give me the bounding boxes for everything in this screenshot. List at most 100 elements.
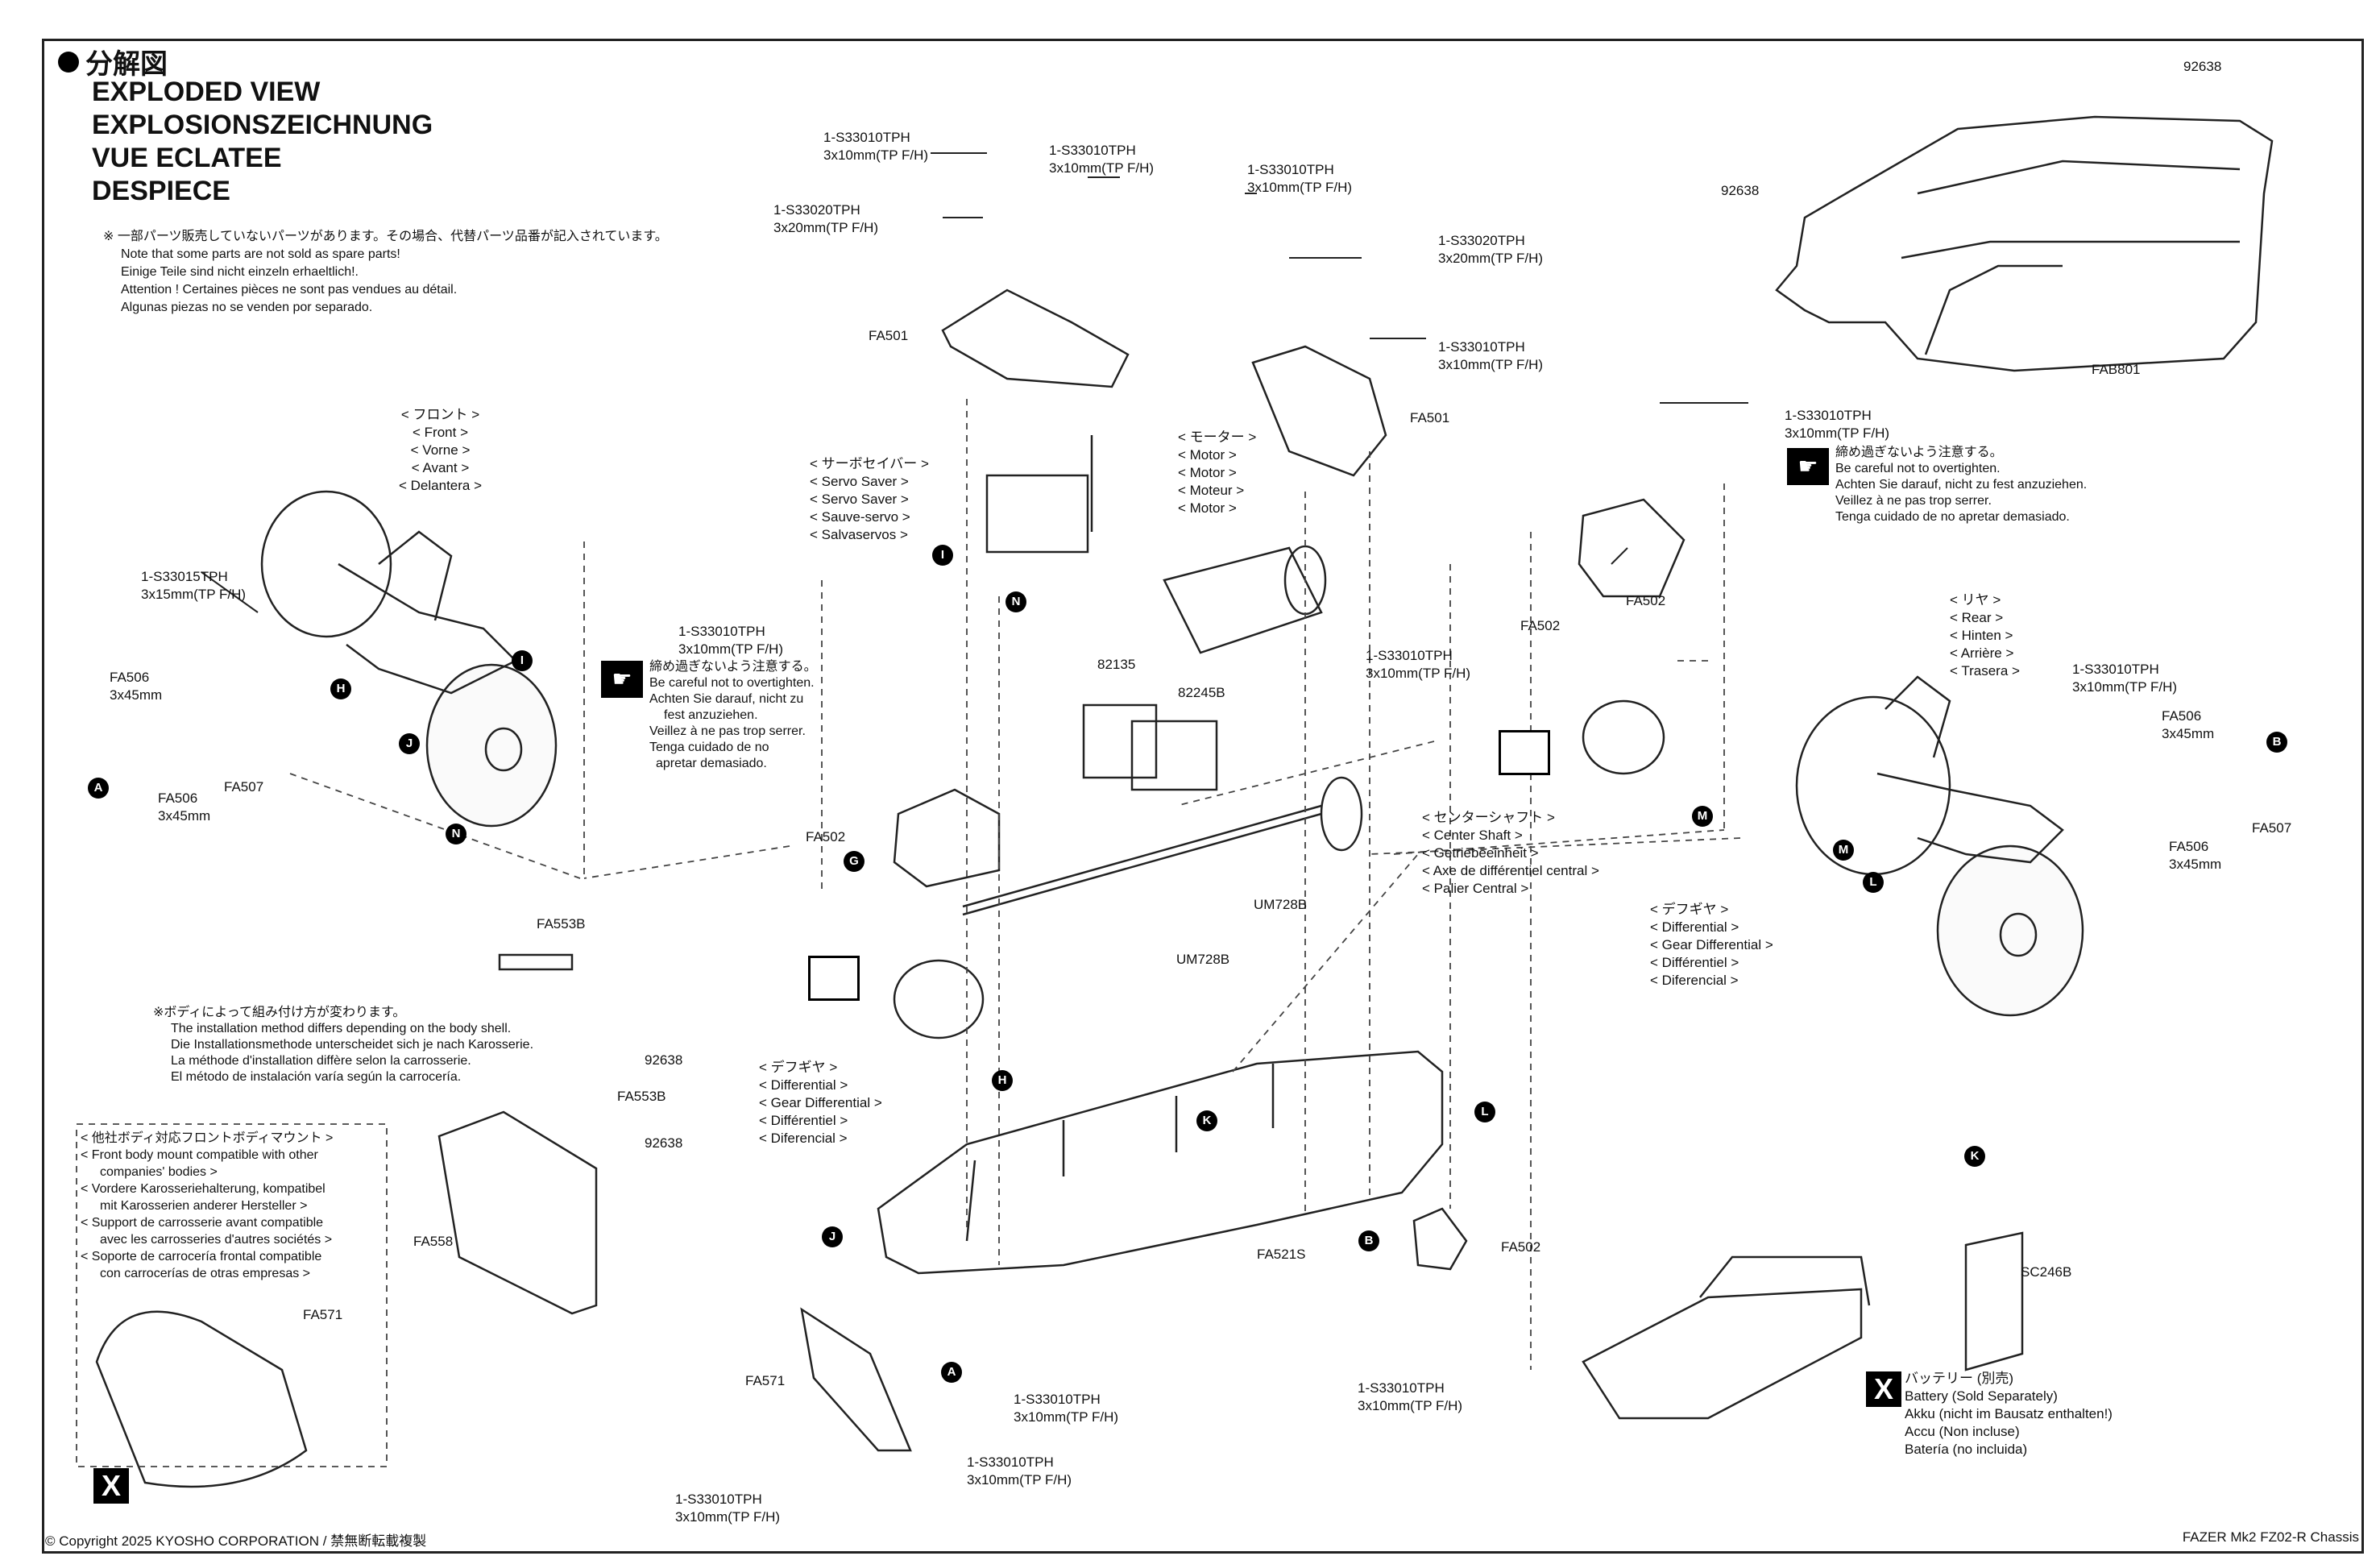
mount-es2: con carrocerías de otras empresas > bbox=[100, 1267, 311, 1280]
marker-k: K bbox=[1196, 1110, 1217, 1131]
rear-diff-label: < デフギヤ >< Differential >< Gear Different… bbox=[1650, 901, 1773, 990]
part-size: 3x10mm(TP F/H) bbox=[1358, 1398, 1463, 1413]
mount-fr: < Support de carrosserie avant compatibl… bbox=[81, 1216, 324, 1230]
part-fa501: FA501 bbox=[869, 328, 909, 343]
part-size: 3x10mm(TP F/H) bbox=[678, 641, 784, 657]
part-fa507: FA507 bbox=[224, 779, 264, 795]
title-jp-text: 分解図 bbox=[85, 49, 168, 80]
part-size: 3x10mm(TP F/H) bbox=[1366, 666, 1471, 681]
part-number: 1-S33010TPH bbox=[1785, 408, 1872, 423]
servo-saver-es: < Salvaservos > bbox=[810, 527, 908, 542]
motor-fr: < Moteur > bbox=[1178, 483, 1245, 498]
marker-a: A bbox=[941, 1362, 962, 1383]
warn-es: Tenga cuidado de no apretar demasiado. bbox=[1835, 510, 2070, 524]
part-number: 1-S33010TPH bbox=[1014, 1392, 1101, 1407]
title-de: EXPLOSIONSZEICHNUNG bbox=[92, 110, 433, 140]
part-number: 1-S33010TPH bbox=[675, 1492, 762, 1507]
part-fa502: FA502 bbox=[806, 829, 846, 844]
x-marker-text: X bbox=[1873, 1372, 1893, 1405]
diff-en2: < Gear Differential > bbox=[759, 1095, 882, 1110]
warn-jp: 締め過ぎないよう注意する。 bbox=[649, 660, 817, 674]
part-number: 1-S33010TPH bbox=[1247, 162, 1334, 177]
warn-jp: 締め過ぎないよう注意する。 bbox=[1835, 446, 2003, 459]
center-shaft-label: < センターシャフト > < Center Shaft > < Getriebeei… bbox=[1422, 809, 1599, 898]
rear-en: < Rear > bbox=[1950, 610, 2004, 625]
servo-saver-en: < Servo Saver > bbox=[810, 474, 909, 489]
x-marker-text: X bbox=[101, 1469, 121, 1502]
hand-caution-icon: ☛ bbox=[601, 661, 643, 698]
body-note-fr: La méthode d'installation diffère selon … bbox=[171, 1054, 471, 1068]
diff-jp: < デフギヤ > bbox=[1650, 902, 1729, 917]
diff-en: < Differential > bbox=[1650, 919, 1739, 935]
warn-de: Achten Sie darauf, nicht zu fest anzuzie… bbox=[1835, 478, 2088, 492]
warn-de2: fest anzuziehen. bbox=[664, 708, 758, 722]
front-en: < Front > bbox=[413, 425, 468, 440]
marker-l: L bbox=[1474, 1102, 1495, 1122]
center-shaft-en: < Center Shaft > bbox=[1422, 828, 1523, 843]
center-shaft-es: < Palier Central > bbox=[1422, 881, 1529, 896]
front-label: < フロント >< Front >< Vorne >< Avant >< Del… bbox=[399, 406, 482, 495]
center-shaft-jp: < センターシャフト > bbox=[1422, 810, 1555, 825]
warn-fr: Veillez à ne pas trop serrer. bbox=[649, 724, 806, 738]
part-fa571: FA571 bbox=[745, 1373, 786, 1388]
part-fa521s: FA521S bbox=[1257, 1247, 1306, 1262]
battery-de: Akku (nicht im Bausatz enthalten!) bbox=[1905, 1406, 2113, 1421]
model-footer: FAZER Mk2 FZ02-R Chassis bbox=[2182, 1529, 2359, 1545]
front-mount-note: < 他社ボディ対応フロントボディマウント > < Front body moun… bbox=[81, 1130, 333, 1282]
battery-jp: バッテリー (別売) bbox=[1905, 1371, 2014, 1386]
motor-de: < Motor > bbox=[1178, 465, 1237, 480]
front-es: < Delantera > bbox=[399, 478, 483, 493]
marker-g: G bbox=[844, 851, 865, 872]
part-size: 3x10mm(TP F/H) bbox=[967, 1472, 1072, 1488]
notice-line: ※ 一部パーツ販売していないパーツがあります。その場合、代替パーツ品番が記入され… bbox=[103, 230, 668, 243]
marker-n: N bbox=[446, 824, 466, 844]
warn-de: Achten Sie darauf, nicht zu bbox=[649, 692, 804, 706]
copyright-footer: © Copyright 2025 KYOSHO CORPORATION / 禁無… bbox=[45, 1533, 427, 1549]
center-shaft-de: < Getriebeeinheit > bbox=[1422, 845, 1539, 861]
notice-line: Einige Teile sind nicht einzeln erhaeltl… bbox=[121, 265, 359, 279]
servo-saver-fr: < Sauve-servo > bbox=[810, 509, 910, 525]
part-number: 1-S33010TPH bbox=[678, 624, 765, 639]
part-um728b: UM728B bbox=[1254, 897, 1308, 912]
part-fa502: FA502 bbox=[1520, 618, 1561, 633]
marker-l: L bbox=[1863, 872, 1884, 893]
center-shaft-fr: < Axe de différentiel central > bbox=[1422, 863, 1599, 878]
title-en: EXPLODED VIEW bbox=[92, 77, 321, 107]
diff-fr: < Différentiel > bbox=[1650, 955, 1739, 970]
part-fa558: FA558 bbox=[413, 1234, 454, 1249]
part-size: 3x15mm(TP F/H) bbox=[141, 587, 247, 602]
part-number: 1-S33015TPH bbox=[141, 569, 228, 584]
title-block: EXPLODED VIEW EXPLOSIONSZEICHNUNG VUE EC… bbox=[92, 76, 433, 208]
part-size: 3x45mm bbox=[2169, 857, 2222, 872]
part-number: FA506 bbox=[2169, 839, 2209, 854]
part-fa502: FA502 bbox=[1626, 593, 1666, 608]
motor-jp: < モーター > bbox=[1178, 429, 1257, 445]
diff-es: < Diferencial > bbox=[759, 1131, 848, 1146]
battery-es: Batería (no incluida) bbox=[1905, 1442, 2028, 1457]
body-note-es: El método de instalación varía según la … bbox=[171, 1070, 462, 1084]
part-fa507: FA507 bbox=[2252, 820, 2292, 836]
part-number: 1-S33010TPH bbox=[2072, 662, 2159, 677]
screw-label: 1-S33015TPH 3x15mm(TP F/H) bbox=[141, 568, 246, 604]
part-um728b: UM728B bbox=[1176, 952, 1230, 967]
rear-jp: < リヤ > bbox=[1950, 592, 2001, 608]
motor-label: < モーター >< Motor >< Motor >< Moteur >< Mo… bbox=[1178, 429, 1256, 517]
servo-saver-de: < Servo Saver > bbox=[810, 492, 909, 507]
marker-h: H bbox=[992, 1070, 1013, 1091]
notice-line: Note that some parts are not sold as spa… bbox=[121, 247, 400, 261]
page-frame bbox=[42, 39, 2364, 1554]
servo-saver-jp: < サーボセイバー > bbox=[810, 456, 929, 471]
marker-i: I bbox=[512, 650, 533, 671]
part-size: 3x10mm(TP F/H) bbox=[1438, 357, 1544, 372]
title-jp: 分解図 bbox=[58, 42, 168, 81]
